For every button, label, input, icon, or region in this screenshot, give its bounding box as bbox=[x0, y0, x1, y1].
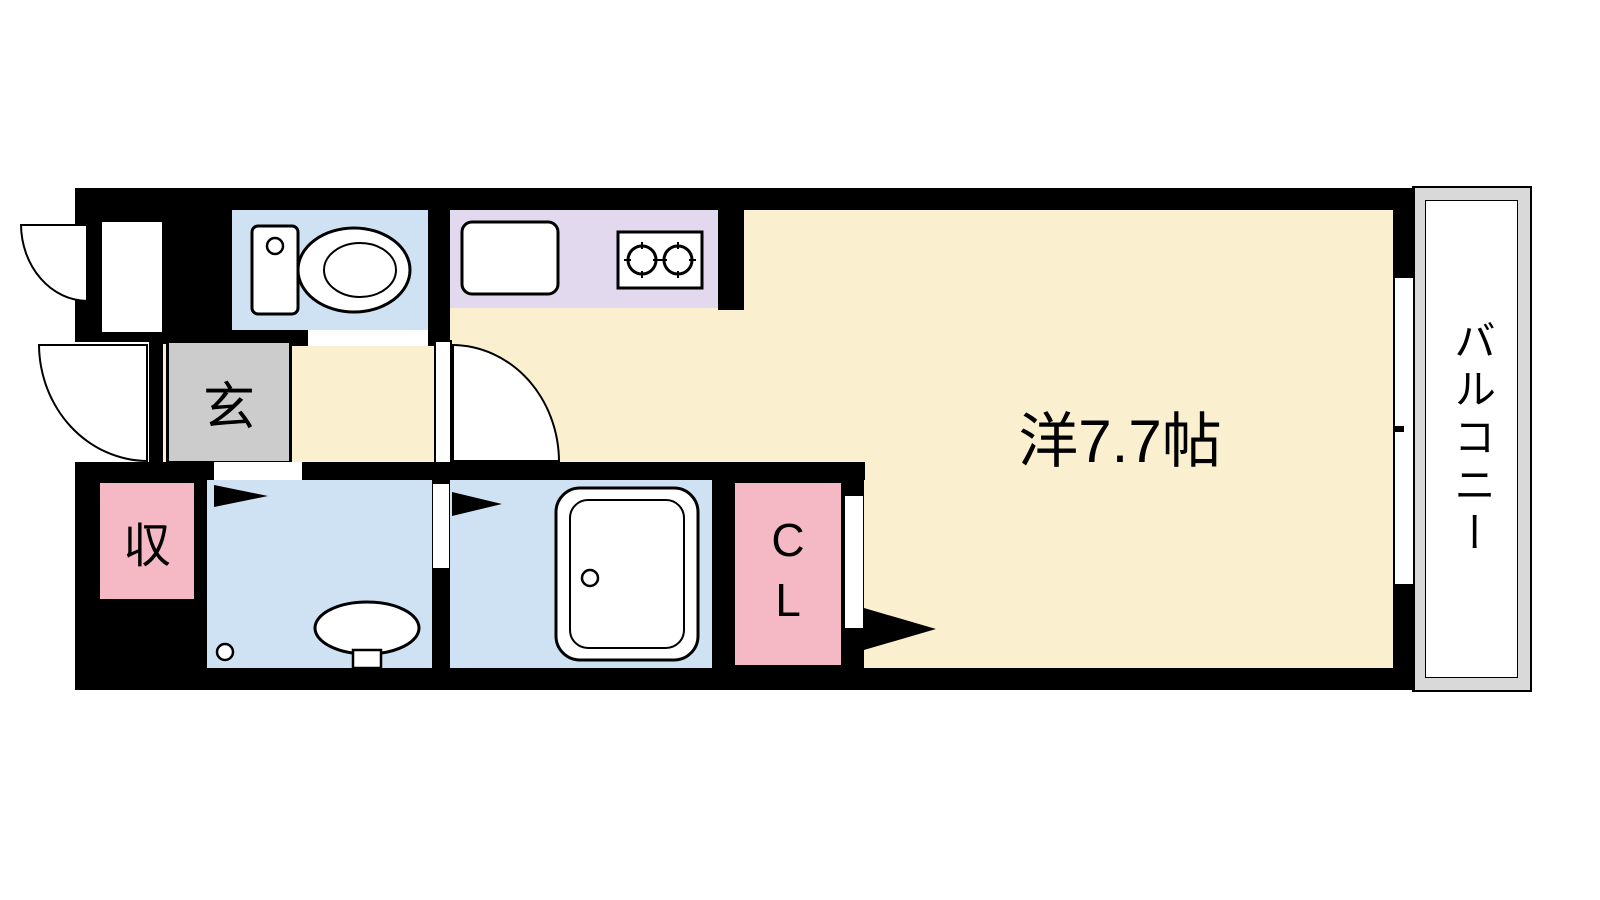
bathroom-door-arrow bbox=[452, 492, 502, 516]
storage-closet: 収 bbox=[97, 480, 197, 602]
toilet-doorway bbox=[308, 330, 428, 346]
genkan: 玄 bbox=[166, 340, 292, 464]
balcony-floor bbox=[1425, 200, 1518, 678]
washroom-doorway bbox=[214, 462, 302, 480]
balcony: バルコニー bbox=[1412, 186, 1532, 692]
wall-mid-horizontal bbox=[75, 462, 865, 480]
closet-label: CL bbox=[762, 514, 814, 634]
wall-kitchen-right bbox=[718, 188, 744, 310]
window-latch-tick bbox=[1395, 426, 1404, 432]
entrance-door-leaf bbox=[149, 342, 163, 464]
balcony-window bbox=[1395, 278, 1413, 584]
washroom bbox=[207, 480, 432, 668]
wall-toilet-kitchen bbox=[428, 188, 450, 330]
kitchen-sink-icon bbox=[460, 220, 704, 296]
washroom-door-arrow bbox=[214, 485, 268, 507]
hall-door-leaf bbox=[434, 340, 452, 464]
toilet-room bbox=[232, 210, 428, 330]
kitchen bbox=[450, 210, 718, 308]
closet-door-arrow bbox=[864, 608, 936, 650]
wall-bath-closet bbox=[712, 462, 732, 690]
balcony-label: バルコニー bbox=[1448, 319, 1496, 559]
genkan-label: 玄 bbox=[202, 378, 255, 437]
bathtub-icon bbox=[554, 486, 700, 662]
toilet-icon bbox=[250, 224, 412, 316]
main-room-label: 洋7.7帖 bbox=[1018, 407, 1222, 475]
bathroom-door-strip bbox=[433, 484, 449, 568]
closet-door-strip bbox=[845, 496, 863, 628]
wall-storage-right bbox=[197, 480, 207, 602]
topleft-door-swing-arc bbox=[20, 224, 88, 302]
washbasin-icon bbox=[215, 600, 421, 668]
topleft-door-leaf bbox=[88, 222, 102, 332]
wall-block-bottomleft bbox=[75, 600, 207, 690]
closet: CL bbox=[732, 480, 844, 668]
entrance-door-swing-arc bbox=[38, 344, 148, 462]
stove-icon bbox=[616, 230, 704, 290]
storage-label: 収 bbox=[122, 520, 171, 573]
